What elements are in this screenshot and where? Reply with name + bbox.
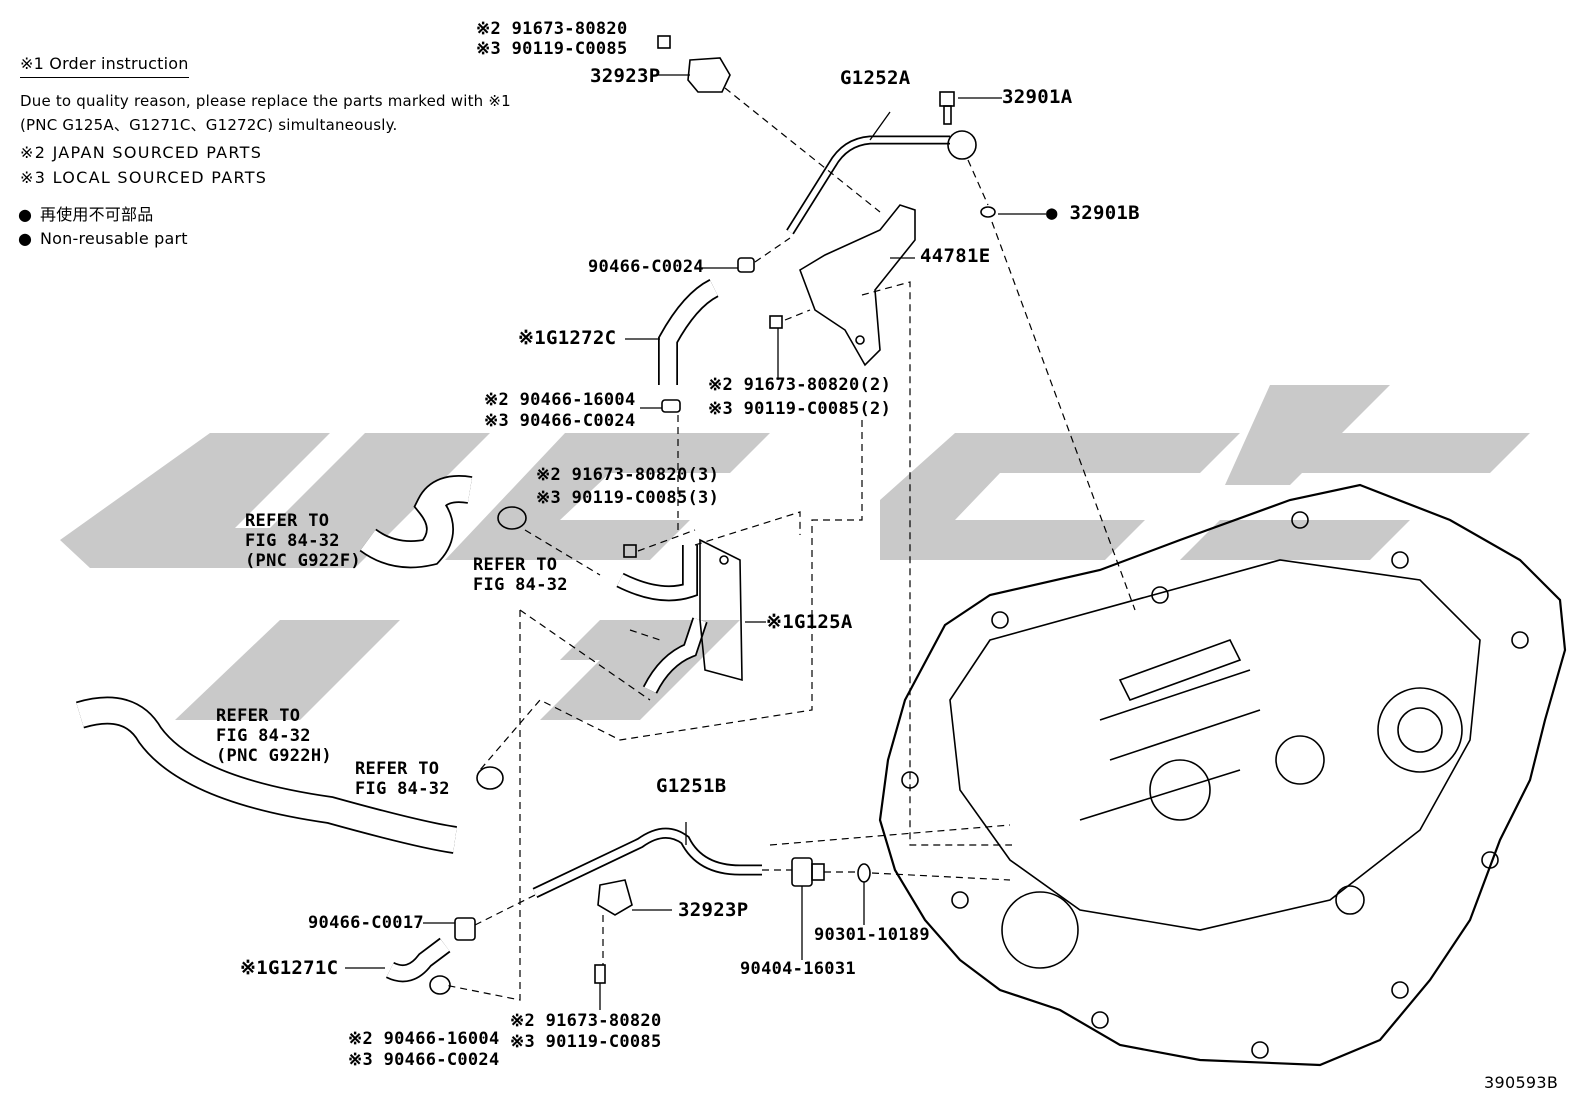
label-g1252a: G1252A [840, 67, 911, 89]
label-g125a: ※1G125A [766, 611, 853, 633]
label-bolt-top-local: ※3 90119-C0085 [476, 39, 628, 59]
label-32923p-top: 32923P [590, 65, 661, 87]
label-32923p-bottom: 32923P [678, 899, 749, 921]
dashed-assembly-lines [444, 87, 1136, 1001]
label-bolt-bottom-japan: ※2 91673-80820 [510, 1011, 662, 1031]
label-90301-10189: 90301-10189 [814, 925, 930, 945]
label-clamp-bottom-japan: ※2 90466-16004 [348, 1029, 500, 1049]
part-outlines [75, 35, 1567, 1067]
bullet-icon: ● [18, 205, 33, 224]
legend-line-1: Due to quality reason, please replace th… [20, 92, 511, 110]
label-g1251b: G1251B [656, 775, 727, 797]
label-bolt2-japan: ※2 91673-80820(2) [708, 375, 892, 395]
label-32901a: 32901A [1002, 86, 1073, 108]
label-g1271c: ※1G1271C [240, 957, 339, 979]
label-bolt3-local: ※3 90119-C0085(3) [536, 488, 720, 508]
label-refer-g922h: REFER TO FIG 84-32 (PNC G922H) [216, 706, 332, 766]
label-bolt-top-japan: ※2 91673-80820 [476, 19, 628, 39]
label-bolt2-local: ※3 90119-C0085(2) [708, 399, 892, 419]
label-bolt3-japan: ※2 91673-80820(3) [536, 465, 720, 485]
label-90404-16031: 90404-16031 [740, 959, 856, 979]
label-clamp-bottom-local: ※3 90466-C0024 [348, 1050, 500, 1070]
label-clamp-local: ※3 90466-C0024 [484, 411, 636, 431]
figure-number: 390593B [1484, 1073, 1559, 1092]
label-bolt-bottom-local: ※3 90119-C0085 [510, 1032, 662, 1052]
label-44781e: 44781E [920, 245, 991, 267]
label-clamp-japan: ※2 90466-16004 [484, 390, 636, 410]
legend-line-2: (PNC G125A、G1271C、G1272C) simultaneously… [20, 116, 398, 134]
legend-note-japan: ※2 JAPAN SOURCED PARTS [20, 143, 263, 162]
label-90466-c0017: 90466-C0017 [308, 913, 424, 933]
label-refer-fig-84-32-b: REFER TO FIG 84-32 [355, 759, 450, 799]
order-instruction-title: ※1 Order instruction [20, 54, 189, 78]
leader-lines [345, 74, 1046, 1010]
label-refer-fig-84-32-a: REFER TO FIG 84-32 [473, 555, 568, 595]
label-32901b: ● 32901B [1046, 202, 1140, 224]
label-90466-c0024: 90466-C0024 [588, 257, 704, 277]
label-refer-g922f: REFER TO FIG 84-32 (PNC G922F) [245, 511, 361, 571]
bullet-icon: ● [18, 229, 33, 248]
legend-note-local: ※3 LOCAL SOURCED PARTS [20, 168, 268, 187]
label-g1272c: ※1G1272C [518, 327, 617, 349]
nonreusable-label-jp: 再使用不可部品 [40, 205, 154, 224]
nonreusable-label-en: Non-reusable part [40, 229, 188, 248]
